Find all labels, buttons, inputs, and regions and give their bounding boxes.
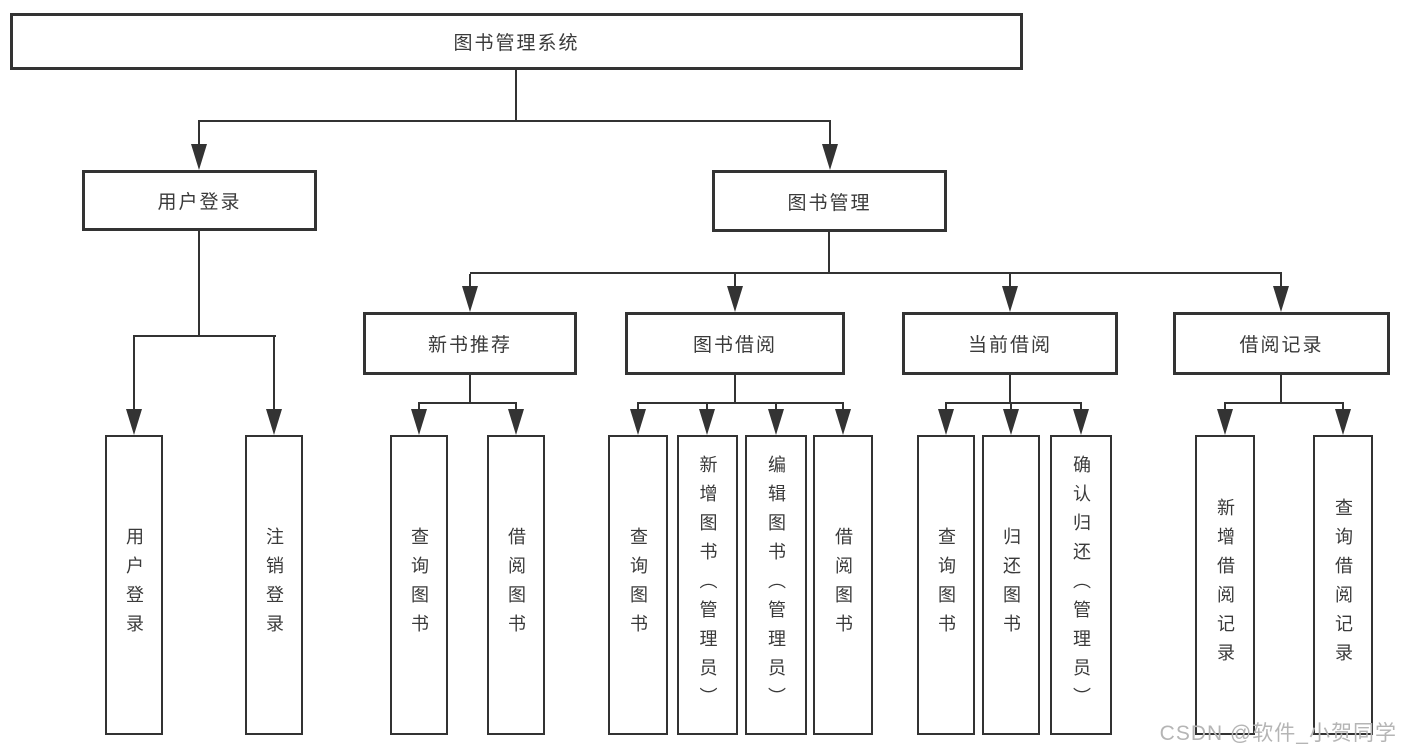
arrow-down-icon: [822, 144, 838, 170]
connector-leaf-bus: [637, 402, 844, 404]
connector-user-login-stem: [198, 231, 200, 335]
arrow-down-icon: [630, 409, 646, 435]
arrow-down-icon: [835, 409, 851, 435]
node-current-borrowing: 当前借阅: [902, 312, 1118, 375]
leaf-user-login: 用户登录: [105, 435, 163, 735]
connector-book-mgmt-drop: [829, 122, 831, 146]
connector-leaf-drop: [637, 404, 639, 410]
connector-root-stem: [515, 70, 517, 120]
arrow-down-icon: [1002, 286, 1018, 312]
connector-leaf-drop: [842, 404, 844, 410]
watermark-text: CSDN @软件_小贺同学: [1159, 722, 1397, 745]
node-borrowing-records: 借阅记录: [1173, 312, 1390, 375]
connector-leaf-drop: [273, 337, 275, 409]
arrow-down-icon: [191, 144, 207, 170]
connector-l3-drop: [734, 274, 736, 288]
arrow-down-icon: [768, 409, 784, 435]
leaf-query-borrow-record: 查询借阅记录: [1313, 435, 1373, 735]
leaf-add-book-admin: 新增图书（管理员）: [677, 435, 738, 735]
arrow-down-icon: [1073, 409, 1089, 435]
connector-leaf-drop: [1224, 404, 1226, 410]
leaf-add-borrow-record: 新增借阅记录: [1195, 435, 1255, 735]
connector-leaf-drop: [775, 404, 777, 410]
node-book-management-system: 图书管理系统: [10, 13, 1023, 70]
connector-l3-sub-stem: [469, 375, 471, 402]
connector-l3-drop: [1009, 274, 1011, 288]
connector-leaf-drop: [1080, 404, 1082, 410]
connector-level2-bus: [198, 120, 831, 122]
arrow-down-icon: [126, 409, 142, 435]
connector-leaf-drop: [133, 337, 135, 409]
leaf-borrow-books-recommend: 借阅图书: [487, 435, 545, 735]
leaf-logout: 注销登录: [245, 435, 303, 735]
connector-l3-drop: [469, 274, 471, 288]
connector-l3-sub-stem: [734, 375, 736, 402]
connector-l3-drop: [1280, 274, 1282, 288]
connector-leaf-drop: [1010, 404, 1012, 410]
node-user-login: 用户登录: [82, 170, 317, 231]
node-book-borrowing: 图书借阅: [625, 312, 845, 375]
arrow-down-icon: [508, 409, 524, 435]
leaf-query-books-current: 查询图书: [917, 435, 975, 735]
leaf-return-books: 归还图书: [982, 435, 1040, 735]
connector-l3-sub-stem: [1009, 375, 1011, 402]
node-new-book-recommendation: 新书推荐: [363, 312, 577, 375]
leaf-query-books-borrowing: 查询图书: [608, 435, 668, 735]
arrow-down-icon: [699, 409, 715, 435]
connector-leaf-bus: [1224, 402, 1344, 404]
connector-leaf-bus: [945, 402, 1082, 404]
arrow-down-icon: [1335, 409, 1351, 435]
connector-user-login-bus: [133, 335, 276, 337]
leaf-query-books-recommend: 查询图书: [390, 435, 448, 735]
connector-leaf-drop: [706, 404, 708, 410]
connector-user-login-drop: [198, 122, 200, 146]
connector-level3-bus: [470, 272, 1282, 274]
connector-l3-sub-stem: [1280, 375, 1282, 402]
leaf-borrow-books-borrowing: 借阅图书: [813, 435, 873, 735]
arrow-down-icon: [1003, 409, 1019, 435]
connector-leaf-drop: [515, 404, 517, 410]
arrow-down-icon: [1273, 286, 1289, 312]
connector-book-mgmt-stem: [828, 232, 830, 272]
connector-leaf-drop: [1342, 404, 1344, 410]
arrow-down-icon: [411, 409, 427, 435]
connector-leaf-bus: [418, 402, 517, 404]
node-book-management: 图书管理: [712, 170, 947, 232]
leaf-confirm-return-admin: 确认归还（管理员）: [1050, 435, 1112, 735]
connector-leaf-drop: [418, 404, 420, 410]
arrow-down-icon: [938, 409, 954, 435]
arrow-down-icon: [727, 286, 743, 312]
leaf-edit-book-admin: 编辑图书（管理员）: [745, 435, 807, 735]
arrow-down-icon: [1217, 409, 1233, 435]
arrow-down-icon: [462, 286, 478, 312]
arrow-down-icon: [266, 409, 282, 435]
connector-leaf-drop: [945, 404, 947, 410]
